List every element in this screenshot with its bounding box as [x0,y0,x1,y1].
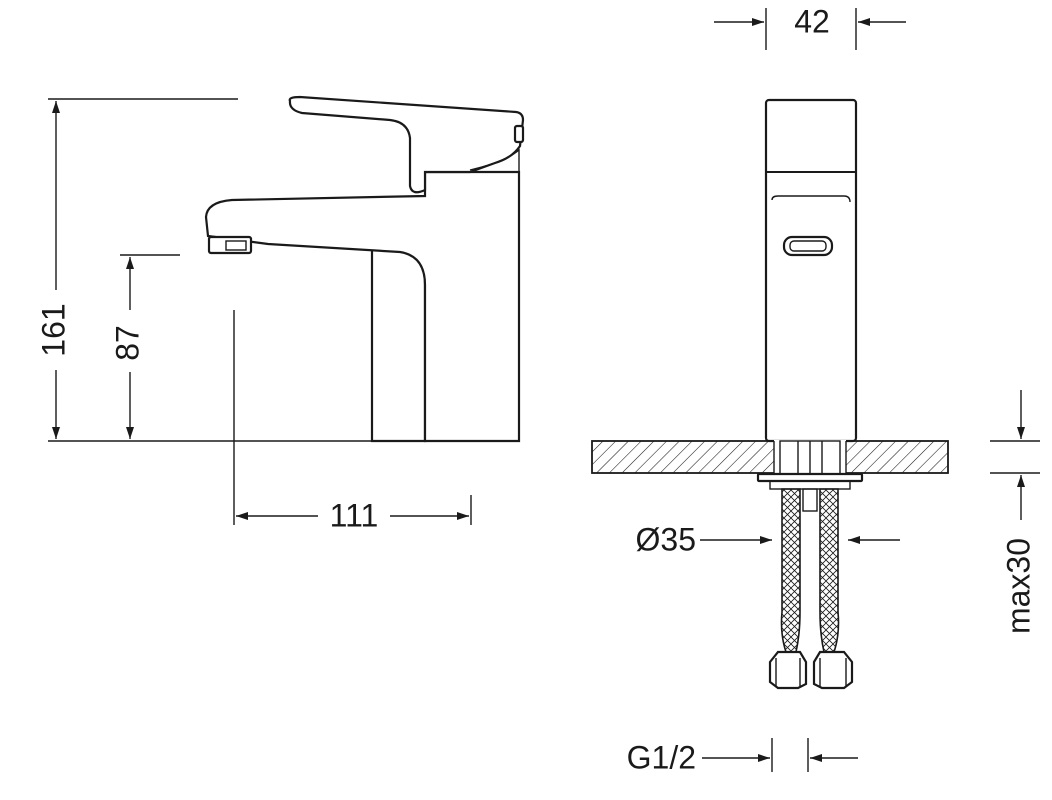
lever-cap [513,124,525,144]
hole-diameter-label: Ø35 [636,521,696,557]
mounting-nut [769,480,851,490]
faucet-column [370,242,427,443]
center-pipe [802,488,818,512]
countertop [591,440,949,474]
front-view: 42 Ø35 [591,3,1040,775]
front-aerator-inner [789,240,827,252]
thread-label: G1/2 [627,739,696,775]
side-view: 161 87 111 [35,95,525,533]
aerator-ring [225,240,247,251]
max-thickness-label: max30 [1000,538,1036,634]
front-aerator [782,235,834,257]
hose-left [780,488,801,653]
hose-right [819,488,840,653]
mounting-washer [756,472,864,483]
hose-nut-right [812,650,854,690]
top-width-label: 42 [794,3,830,39]
front-spout-recess [771,195,851,203]
hose-nut-left [768,650,808,690]
lever-underside [425,148,520,173]
spout-reach-label: 111 [330,497,379,533]
faucet-body-outline [204,170,521,443]
total-height-label: 161 [35,303,71,356]
spout-height-label: 87 [109,325,145,361]
front-body [764,98,858,443]
